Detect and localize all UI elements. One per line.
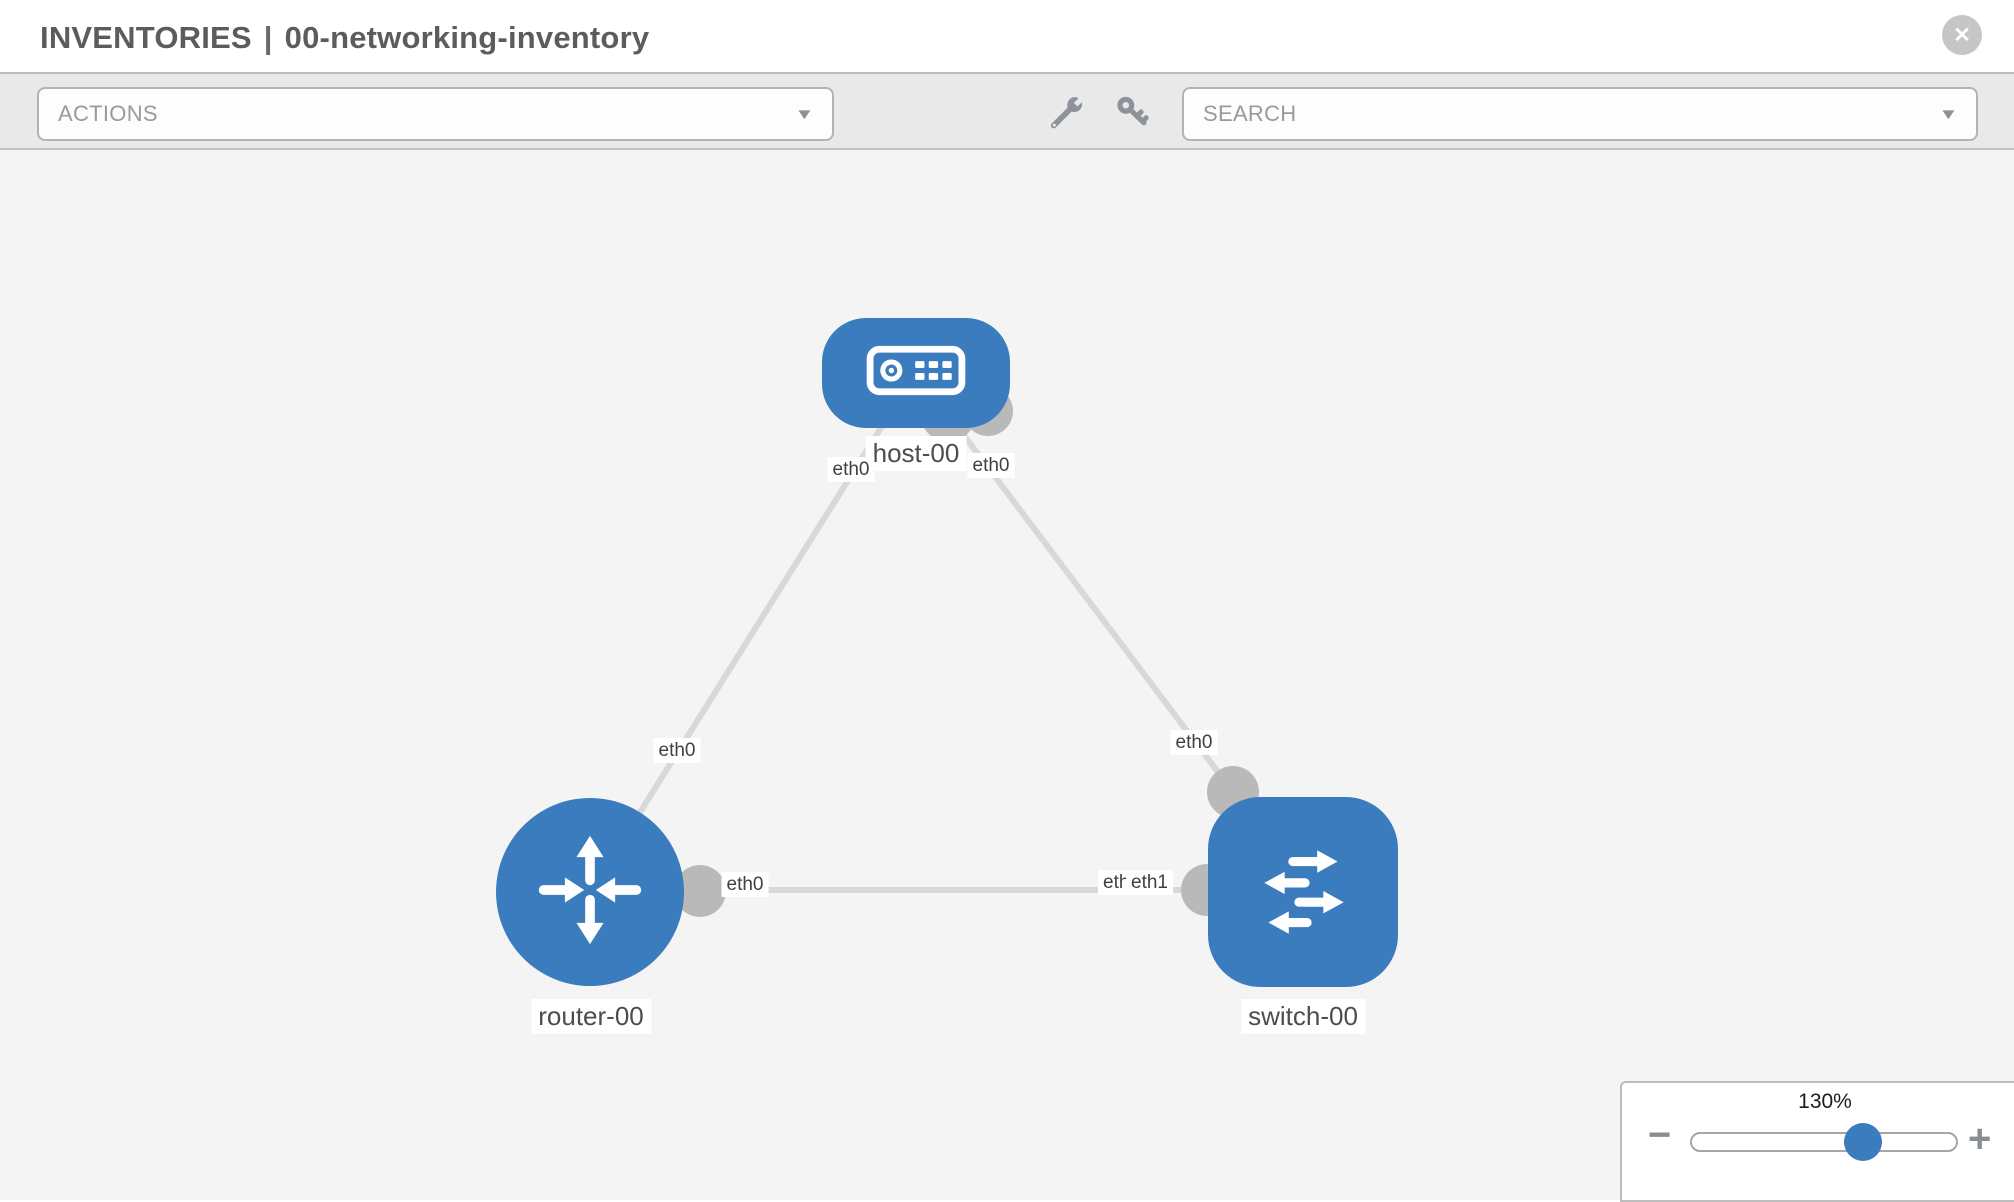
node-label-router: router-00 — [531, 999, 651, 1034]
panel-header: INVENTORIES | 00-networking-inventory ✕ — [0, 0, 2014, 72]
interface-label-eth0: eth0 — [653, 738, 701, 763]
node-host-00[interactable] — [822, 318, 1010, 428]
toolbar: ACTIONS ▼ SEARCH ▼ — [0, 72, 2014, 150]
chevron-down-icon: ▼ — [1938, 105, 1959, 123]
interface-label-eth0: eth0 — [827, 457, 875, 482]
topology-canvas[interactable]: host-00 router-00 switch-00 eth0 eth0 et… — [0, 150, 2014, 1200]
page-title: INVENTORIES | 00-networking-inventory — [40, 0, 649, 72]
search-dropdown[interactable]: SEARCH ▼ — [1182, 87, 1978, 141]
title-section: INVENTORIES — [40, 20, 252, 55]
zoom-panel: 130% − + — [1620, 1081, 2014, 1202]
port-router-eth0 — [674, 865, 726, 917]
switch-device-icon — [1242, 829, 1364, 956]
wrench-icon — [1049, 95, 1083, 134]
zoom-slider-track[interactable] — [1690, 1123, 1958, 1161]
close-icon: ✕ — [1953, 23, 1971, 47]
actions-dropdown[interactable]: ACTIONS ▼ — [37, 87, 834, 141]
topology-links-layer — [587, 370, 1259, 917]
interface-label-eth0: eth0 — [1170, 730, 1218, 755]
node-label-switch: switch-00 — [1241, 999, 1365, 1034]
interface-label-eth0: eth0 — [721, 872, 769, 897]
search-dropdown-label: SEARCH — [1203, 101, 1297, 126]
node-switch-00[interactable] — [1208, 797, 1398, 987]
zoom-slider-thumb[interactable] — [1844, 1123, 1882, 1161]
zoom-out-button[interactable]: − — [1648, 1113, 1672, 1157]
zoom-in-button[interactable]: + — [1968, 1117, 1992, 1161]
configure-button[interactable] — [1046, 94, 1086, 134]
title-inventory-name: 00-networking-inventory — [284, 20, 650, 55]
close-button[interactable]: ✕ — [1942, 15, 1982, 55]
key-icon — [1114, 94, 1150, 135]
chevron-down-icon: ▼ — [794, 105, 815, 123]
host-device-icon — [865, 344, 967, 402]
credentials-button[interactable] — [1112, 94, 1152, 134]
zoom-level: 130% — [1798, 1090, 1852, 1113]
link-host-switch — [913, 370, 1236, 794]
router-device-icon — [532, 832, 648, 953]
interface-label-eth0: eth0 — [967, 453, 1015, 478]
node-label-host: host-00 — [865, 436, 967, 471]
node-router-00[interactable] — [496, 798, 684, 986]
actions-dropdown-label: ACTIONS — [58, 101, 158, 126]
interface-label-eth1: eth1 — [1126, 870, 1173, 895]
title-separator: | — [263, 20, 273, 55]
